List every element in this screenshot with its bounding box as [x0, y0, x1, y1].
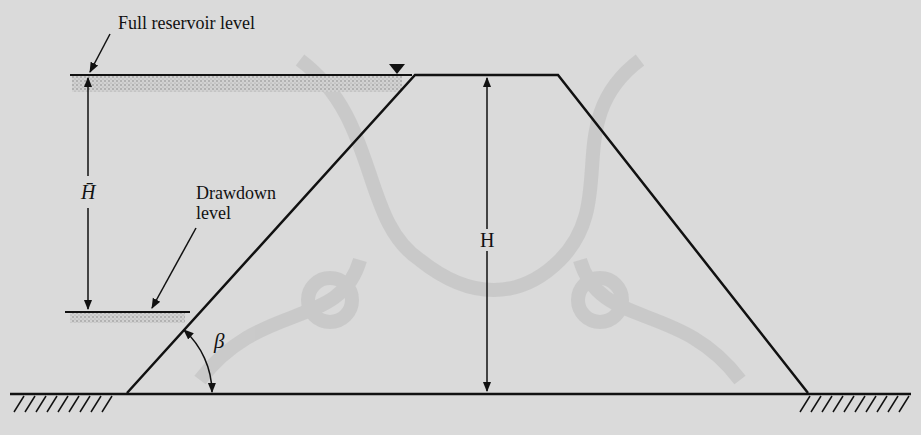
hatch-stroke [833, 396, 843, 412]
watermark [200, 60, 740, 380]
dimension-line [87, 78, 89, 176]
hatch-stroke [25, 396, 35, 412]
dimension-label: H [478, 229, 496, 251]
hatch-stroke [899, 396, 909, 412]
level-label: Full reservoir level [118, 14, 255, 34]
hatch-stroke [69, 396, 79, 412]
hatch-stroke [866, 396, 876, 412]
dam-section [127, 75, 808, 393]
ground-line [10, 393, 911, 396]
water-level-symbol [389, 64, 405, 74]
ground-hatching [14, 396, 909, 412]
level-label: Drawdown level [196, 184, 288, 224]
angle-label: β [214, 330, 224, 353]
hatch-stroke [91, 396, 101, 412]
dimension-label: H̄ [79, 181, 97, 203]
drawdown-line [65, 311, 190, 313]
dimension-line [87, 208, 89, 309]
hatch-stroke [888, 396, 898, 412]
reservoir-water [72, 76, 402, 92]
hatch-stroke [855, 396, 865, 412]
hatch-stroke [822, 396, 832, 412]
hatch-stroke [14, 396, 24, 412]
hatch-stroke [36, 396, 46, 412]
hatch-stroke [80, 396, 90, 412]
leader-line [152, 228, 196, 308]
drawdown-water [70, 313, 185, 323]
full-level-line [70, 74, 412, 76]
hatch-stroke [800, 396, 810, 412]
leader-line [90, 34, 110, 72]
hatch-stroke [58, 396, 68, 412]
hatch-stroke [844, 396, 854, 412]
hatch-stroke [811, 396, 821, 412]
angle-arc [184, 330, 212, 392]
hatch-stroke [877, 396, 887, 412]
hatch-stroke [47, 396, 57, 412]
hatch-stroke [102, 396, 112, 412]
